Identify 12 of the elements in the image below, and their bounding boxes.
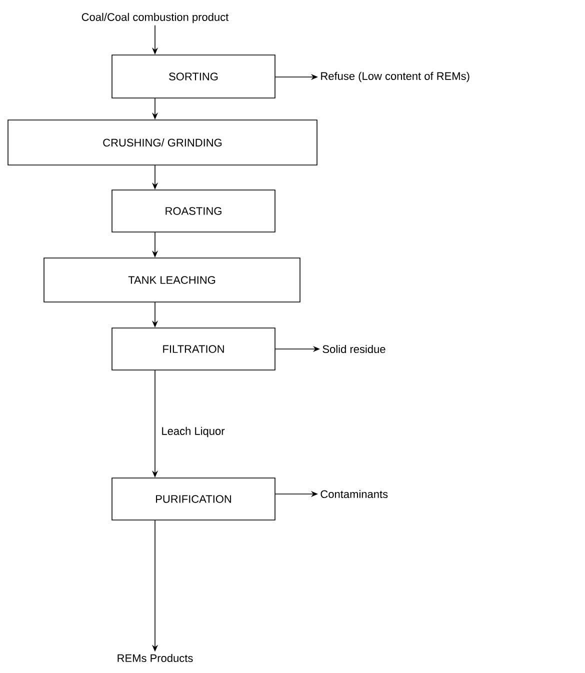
edge-label: Leach Liquor <box>159 424 227 440</box>
flow-text: REMs Products <box>118 654 193 662</box>
process-box: PURIFICATION <box>112 478 276 520</box>
process-box: FILTRATION <box>112 328 276 370</box>
process-box: CRUSHING/ GRINDING <box>8 120 318 166</box>
flow-text: Contaminants <box>320 490 388 498</box>
flow-text: Coal/Coal combustion product <box>82 12 229 24</box>
flow-text: Solid residue <box>322 344 386 354</box>
flow-text: Refuse (Low content of REMs) <box>321 72 470 82</box>
process-box: SORTING <box>112 54 276 98</box>
process-box: ROASTING <box>112 190 276 232</box>
process-box: TANK LEACHING <box>44 258 300 302</box>
